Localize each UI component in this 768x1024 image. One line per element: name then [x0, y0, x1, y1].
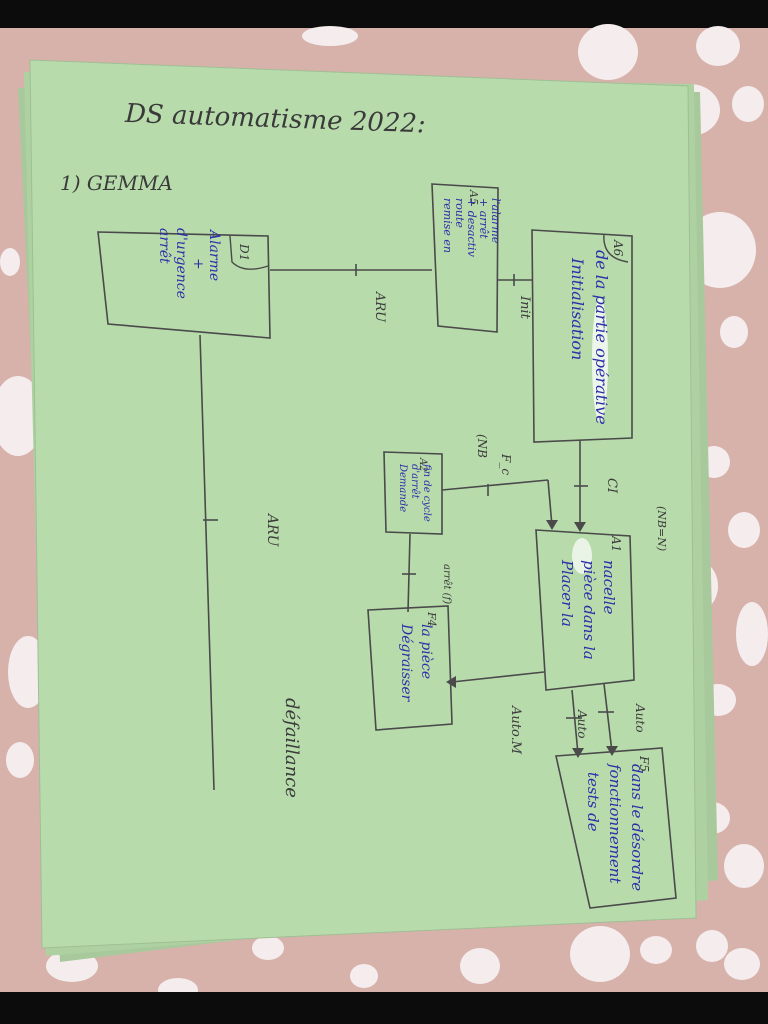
- box-a5-tag: A5: [467, 189, 480, 205]
- box-f4-line-2: la pièce: [418, 624, 434, 679]
- box-a5: A5 remise en route + desactiv + arrêt l'…: [431, 183, 502, 333]
- transition-aru-left: ARU: [264, 512, 280, 548]
- box-a1-line-2: pièce dans la: [580, 560, 598, 660]
- box-a5-line-5: l'alarme: [489, 198, 502, 244]
- box-a2-line-3: fin de cycle: [421, 463, 432, 522]
- box-a6-line-1: Initialisation: [568, 257, 587, 360]
- box-a6: A6 Initialisation de la partie opérative: [531, 229, 633, 443]
- top-black-band: [0, 0, 768, 28]
- box-a2-line-1: Demande: [397, 463, 408, 512]
- box-f4-line-1: Dégraisser: [398, 623, 414, 703]
- box-a6-line-2: de la partie opérative: [592, 250, 611, 425]
- box-d1-line-4: Alarme: [206, 228, 222, 281]
- box-d1: D1 arrêt d'urgence + Alarme: [97, 228, 271, 339]
- transition-labels: ARU Init ARU CI (NB=N) (NB F_c arrêt (f)…: [264, 291, 668, 798]
- box-a5-line-3: + desactiv: [465, 198, 478, 258]
- box-f5-line-3: dans le désordre: [628, 764, 646, 891]
- box-a1: A1 Placer la pièce dans la nacelle: [535, 529, 635, 691]
- transition-nb-n: (NB=N): [655, 506, 668, 551]
- box-d1-line-3: +: [190, 258, 206, 270]
- box-a1-highlight: [572, 538, 592, 574]
- box-d1-line-1: arrêt: [156, 228, 172, 264]
- box-a1-tag: A1: [609, 535, 623, 552]
- paper-sheet: [29, 59, 697, 949]
- box-f5-tag: F5: [637, 755, 651, 772]
- box-a2-line-2: d'arrêt: [409, 464, 420, 500]
- box-a1-line-3: nacelle: [600, 560, 618, 614]
- transition-fc: F_c: [499, 453, 513, 475]
- box-f5-line-1: tests de: [584, 772, 602, 832]
- box-d1-line-2: d'urgence: [173, 228, 189, 299]
- section-heading: 1) GEMMA: [60, 171, 173, 195]
- box-a1-line-1: Placer la: [558, 559, 576, 627]
- box-a6-highlight: [592, 298, 608, 422]
- transition-defaillance: défaillance: [281, 698, 302, 798]
- connector-lines: [199, 264, 614, 791]
- box-f4-tag: F4: [425, 611, 438, 627]
- box-a2: A2 Demande d'arrêt fin de cycle: [383, 451, 443, 535]
- transition-auto-2: Auto: [633, 703, 647, 732]
- bottom-black-band: [0, 992, 768, 1024]
- transition-aru-top: ARU: [372, 291, 387, 323]
- transition-auto-m: Auto.M: [508, 705, 523, 755]
- box-a5-line-4: + arrêt: [477, 198, 490, 239]
- box-d1-tag: D1: [237, 243, 251, 261]
- transition-init: Init: [517, 295, 532, 320]
- box-a5-line-1: remise en: [441, 198, 454, 253]
- transition-nb-fc: (NB: [475, 434, 489, 458]
- box-f4: F4 Dégraisser la pièce: [367, 605, 453, 731]
- transition-auto-1: Auto: [575, 709, 589, 738]
- box-a2-tag: A2: [417, 457, 428, 472]
- box-f5: F5 tests de fonctionnement dans le désor…: [555, 747, 677, 909]
- box-f5-line-2: fonctionnement: [606, 763, 624, 884]
- box-a5-line-2: route: [453, 198, 466, 228]
- transition-ci: CI: [604, 478, 619, 494]
- transition-arret-fc: arrêt (f): [441, 564, 452, 604]
- box-a6-tag: A6: [611, 239, 625, 257]
